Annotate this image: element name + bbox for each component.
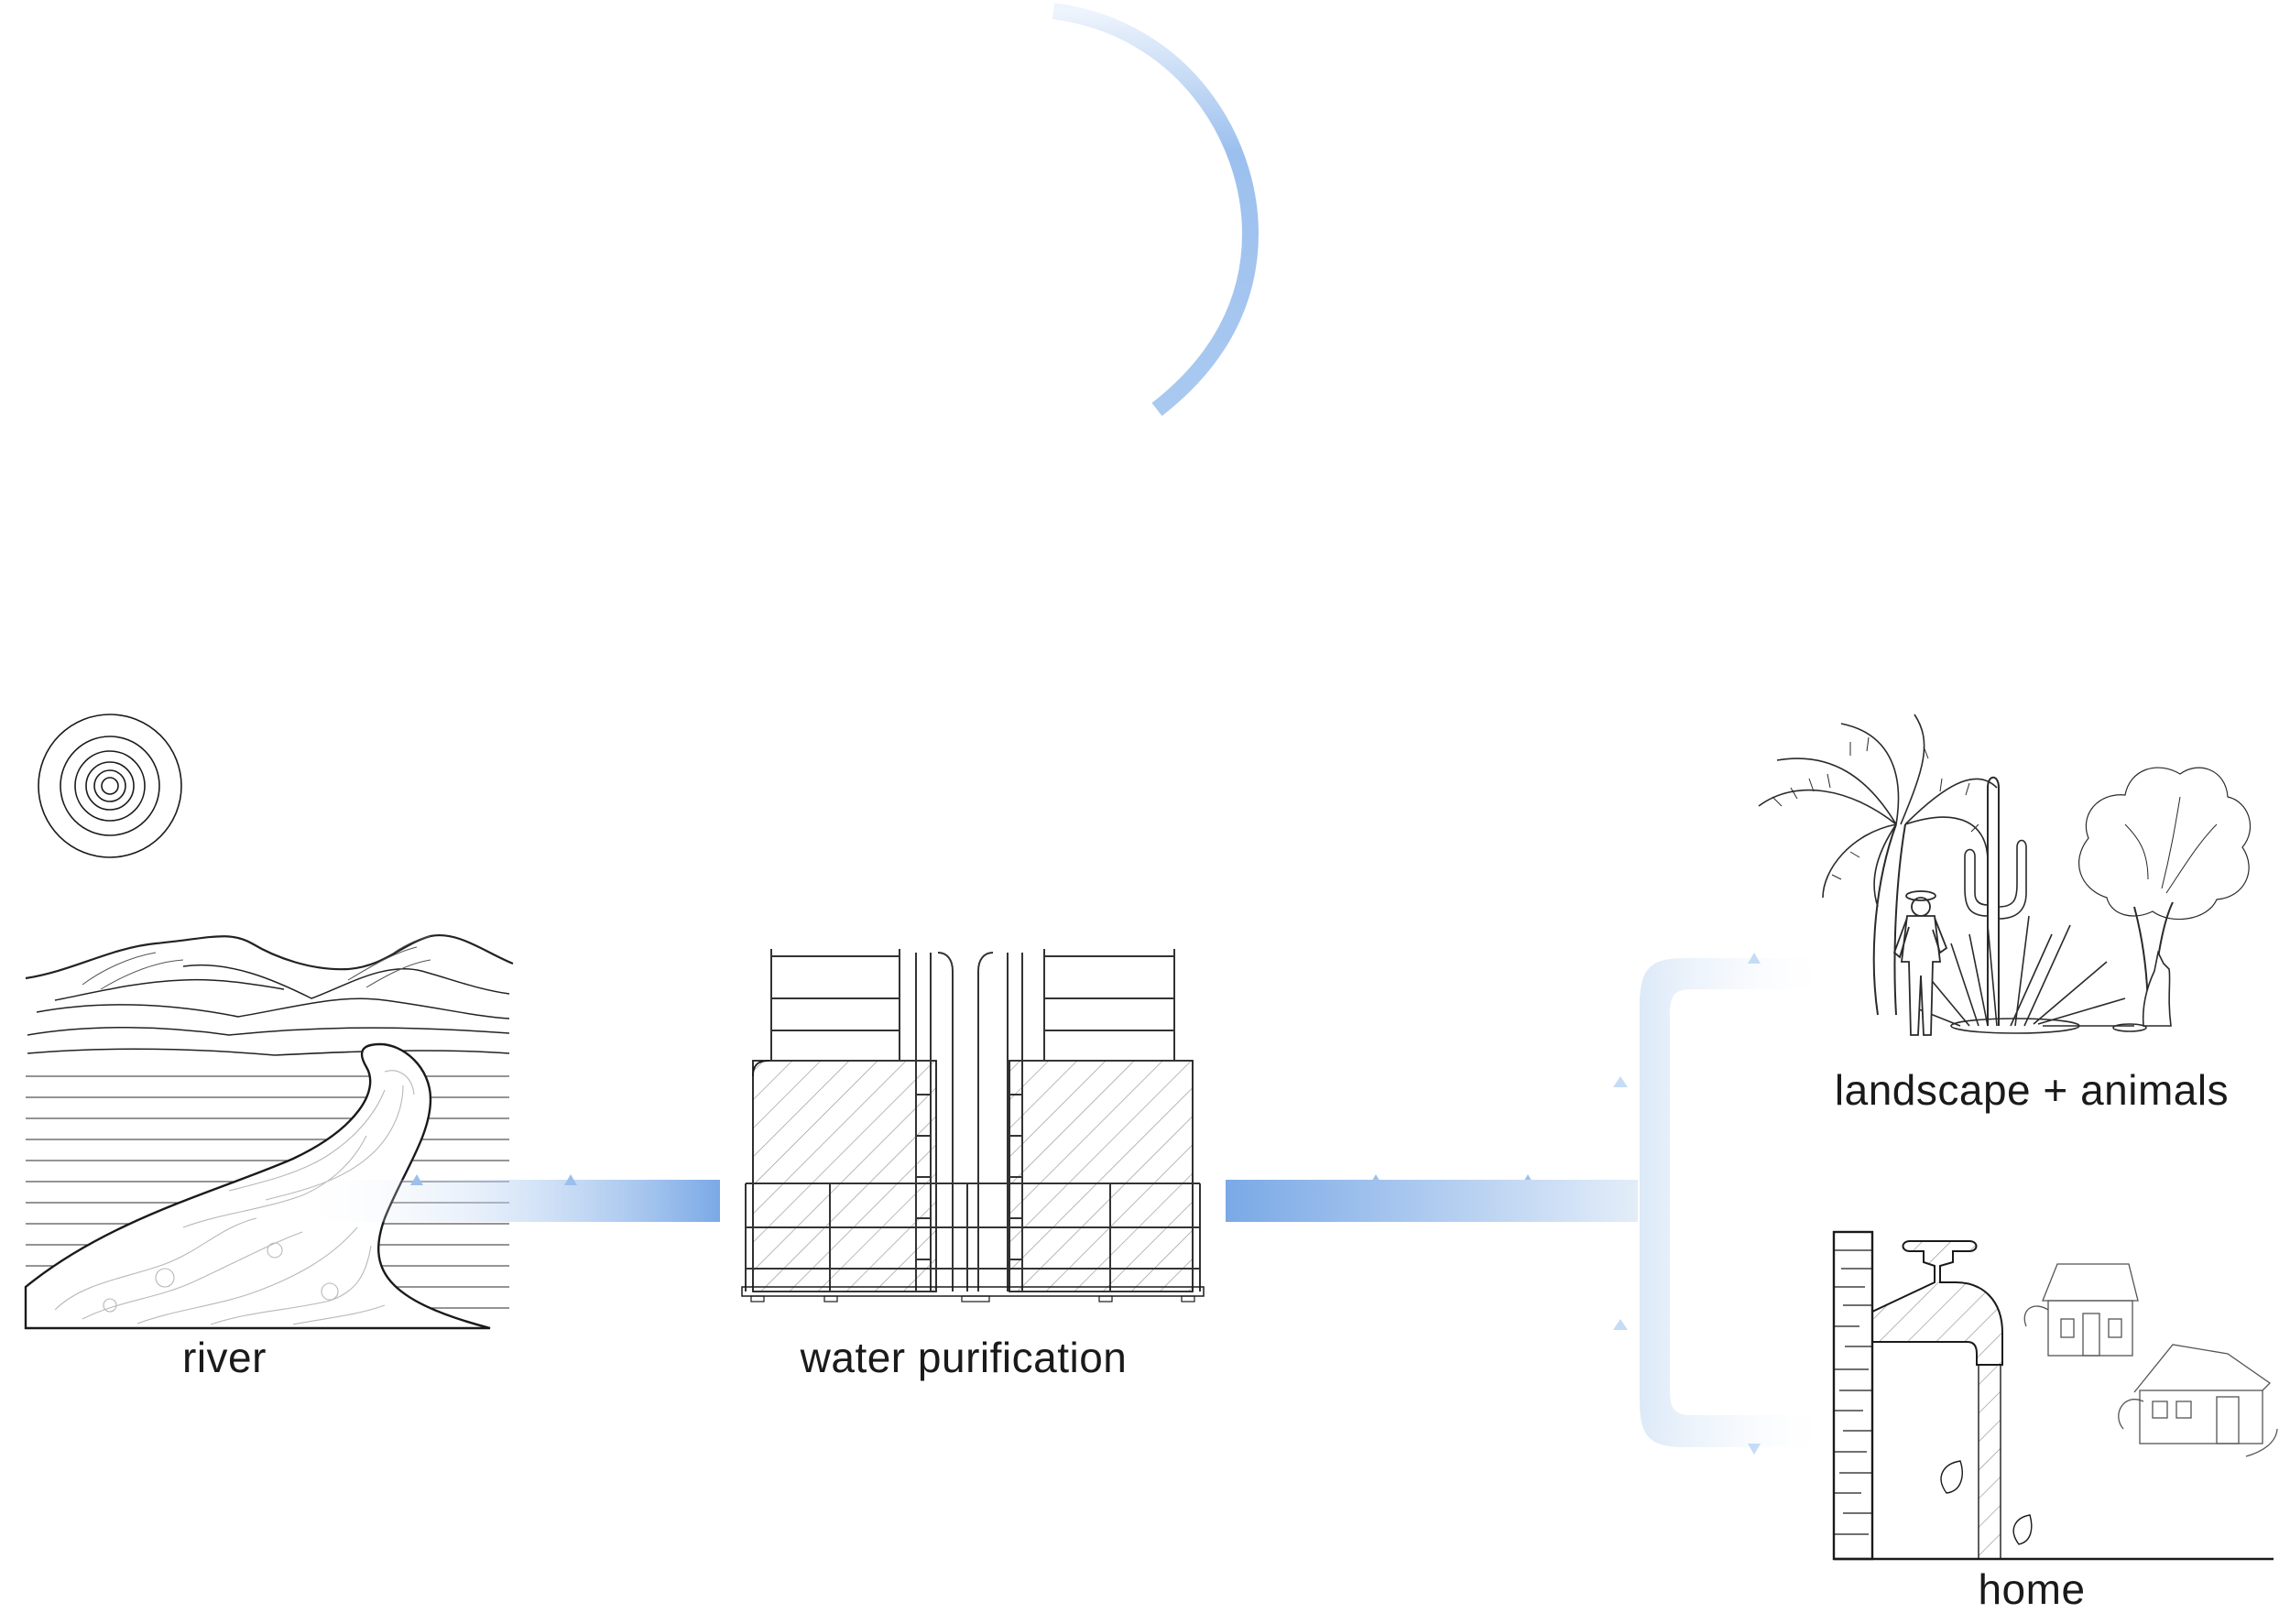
desert-landscape-illustration [1758, 714, 2251, 1036]
flow-pipe-main [1226, 1180, 1638, 1222]
mountain-river-illustration [24, 933, 514, 1330]
flow-pipe-river [293, 1180, 720, 1222]
evaporation-arc [1052, 3, 1260, 417]
sun-icon [38, 714, 182, 858]
faucet-home-illustration [1832, 1230, 2278, 1561]
home-label: home [1978, 1565, 2086, 1613]
river-label: river [182, 1334, 267, 1381]
landscape-label: landscape + animals [1834, 1066, 2230, 1114]
flow-branch-vertical [1640, 958, 1823, 1447]
purification-tanks-illustration [741, 949, 1205, 1302]
purification-label: water purification [800, 1334, 1128, 1381]
